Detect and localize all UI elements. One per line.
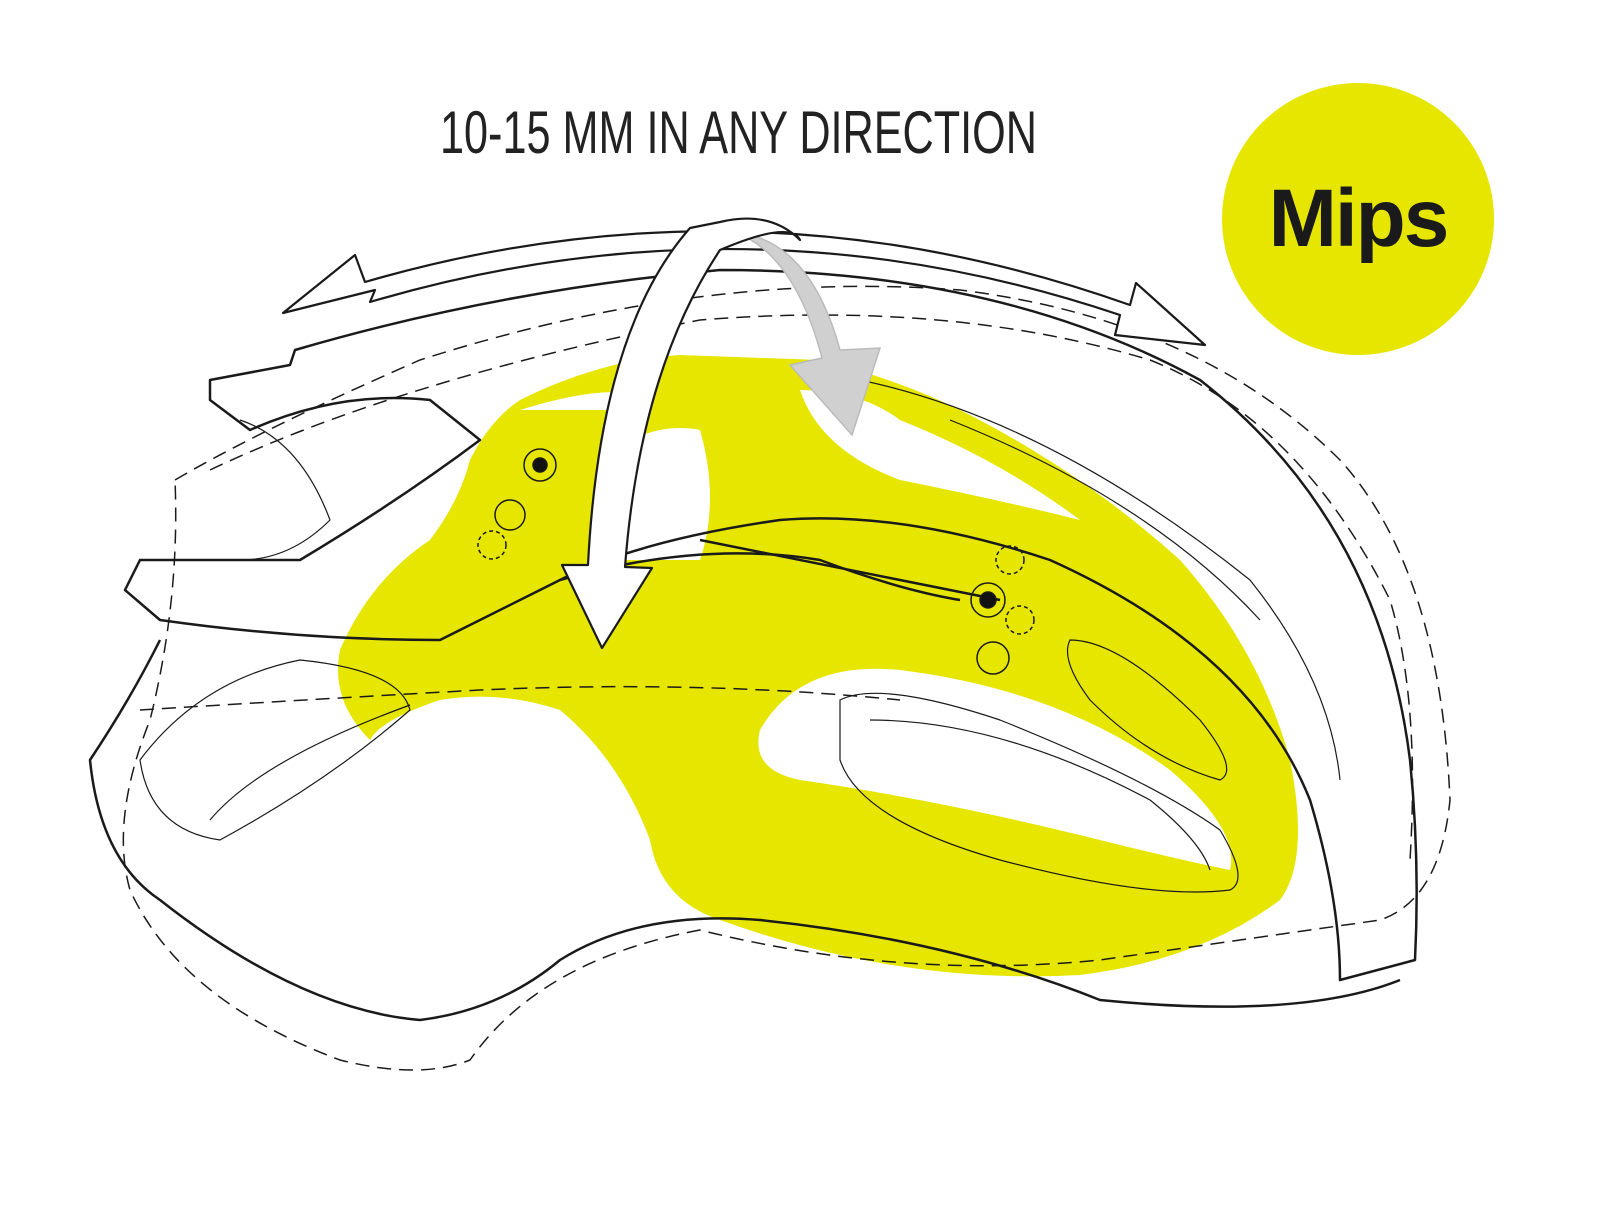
anchor-point [477,448,1035,675]
mips-badge: Mips [1222,83,1494,355]
mips-layer [338,355,1298,977]
rotation-arrow-down [560,217,802,650]
headline: 10-15 MM IN ANY DIRECTION [440,99,1037,166]
mips-logo-text: Mips [1268,173,1450,264]
bidirectional-arc-arrow [281,230,1207,347]
rotation-arrow-gray [734,231,882,437]
